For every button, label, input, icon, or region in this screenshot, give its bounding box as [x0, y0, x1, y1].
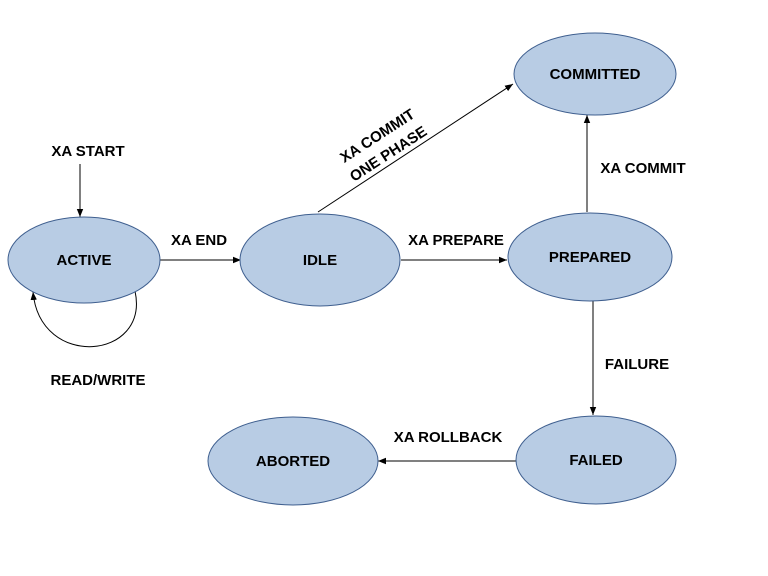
edge-xa-commit-one-phase [317, 83, 514, 213]
state-idle: IDLE [239, 213, 401, 307]
state-failed-label: FAILED [569, 452, 623, 469]
state-prepared-label: PREPARED [549, 249, 631, 266]
xa-rollback-label: XA ROLLBACK [394, 429, 503, 446]
state-active-label: ACTIVE [56, 252, 111, 269]
state-aborted-label: ABORTED [256, 453, 330, 470]
state-aborted: ABORTED [207, 416, 379, 506]
state-idle-label: IDLE [303, 252, 337, 269]
xa-prepare-label: XA PREPARE [408, 232, 504, 249]
edge-read-write [30, 290, 137, 348]
failure-label: FAILURE [605, 356, 669, 373]
read-write-label: READ/WRITE [51, 372, 146, 389]
xa-start-label: XA START [51, 143, 124, 160]
state-failed: FAILED [515, 415, 677, 505]
state-committed: COMMITTED [513, 32, 677, 116]
state-committed-label: COMMITTED [550, 66, 641, 83]
state-prepared: PREPARED [507, 212, 673, 302]
xa-end-label: XA END [171, 232, 227, 249]
state-active: ACTIVE [7, 216, 161, 304]
xa-commit-label: XA COMMIT [600, 160, 685, 177]
